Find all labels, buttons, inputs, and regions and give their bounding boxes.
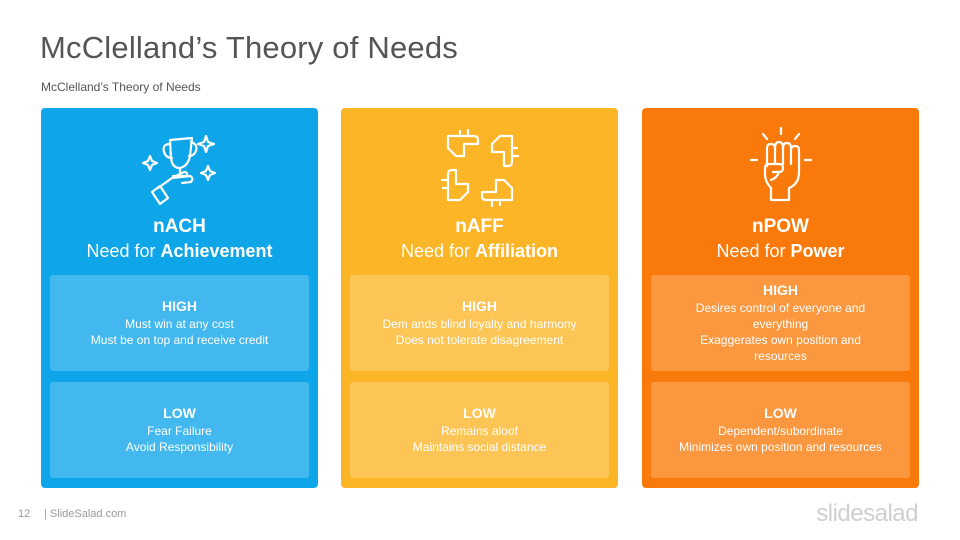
slide-subtitle: McClelland’s Theory of Needs xyxy=(41,80,201,94)
description-line: Remains aloof xyxy=(441,424,518,438)
page-number: 12 xyxy=(18,508,31,520)
card-code: nPOW xyxy=(752,216,809,237)
level-label: HIGH xyxy=(763,282,798,298)
level-label: LOW xyxy=(463,405,496,421)
description-line: Dem ands blind loyalty and harmony xyxy=(382,317,577,331)
level-label: LOW xyxy=(764,405,797,421)
low-box: LOW Dependent/subordinate Minimizes own … xyxy=(651,382,910,478)
card-code: nAFF xyxy=(455,216,504,237)
description-line: Dependent/subordinate xyxy=(718,424,843,438)
joined-hands-icon xyxy=(341,126,618,210)
description-line: Maintains social distance xyxy=(412,440,547,454)
description-line: Desires control of everyone and xyxy=(695,301,866,315)
level-label: HIGH xyxy=(162,298,197,314)
footer-site: | SlideSalad.com xyxy=(44,508,127,520)
brand-logo: slidesalad xyxy=(816,500,918,527)
low-box: LOW Remains aloof Maintains social dista… xyxy=(350,382,609,478)
high-box: HIGH Desires control of everyone and eve… xyxy=(651,275,910,371)
card-need: Need for Power xyxy=(716,241,845,261)
trophy-hand-icon xyxy=(41,126,318,210)
card-code: nACH xyxy=(153,216,206,237)
level-label: HIGH xyxy=(462,298,497,314)
raised-fist-icon xyxy=(642,126,919,210)
card-affiliation: nAFF Need for Affiliation HIGH Dem ands … xyxy=(341,108,618,488)
level-label: LOW xyxy=(163,405,196,421)
low-box: LOW Fear Failure Avoid Responsibility xyxy=(50,382,309,478)
description-line: Must be on top and receive credit xyxy=(90,333,269,347)
slide-title: McClelland’s Theory of Needs xyxy=(40,30,458,65)
high-box: HIGH Must win at any cost Must be on top… xyxy=(50,275,309,371)
card-need: Need for Affiliation xyxy=(400,241,559,261)
description-line: Must win at any cost xyxy=(125,317,234,331)
description-line: Minimizes own position and resources xyxy=(679,440,882,454)
description-line: everything xyxy=(752,317,809,331)
description-line: Exaggerates own position and xyxy=(700,333,861,347)
description-line: resources xyxy=(754,349,807,363)
description-line: Fear Failure xyxy=(147,424,212,438)
description-line: Avoid Responsibility xyxy=(125,440,234,454)
description-line: Does not tolerate disagreement xyxy=(395,333,564,347)
card-need: Need for Achievement xyxy=(86,241,273,261)
card-achievement: nACH Need for Achievement HIGH Must win … xyxy=(41,108,318,488)
card-power: nPOW Need for Power HIGH Desires control… xyxy=(642,108,919,488)
high-box: HIGH Dem ands blind loyalty and harmony … xyxy=(350,275,609,371)
